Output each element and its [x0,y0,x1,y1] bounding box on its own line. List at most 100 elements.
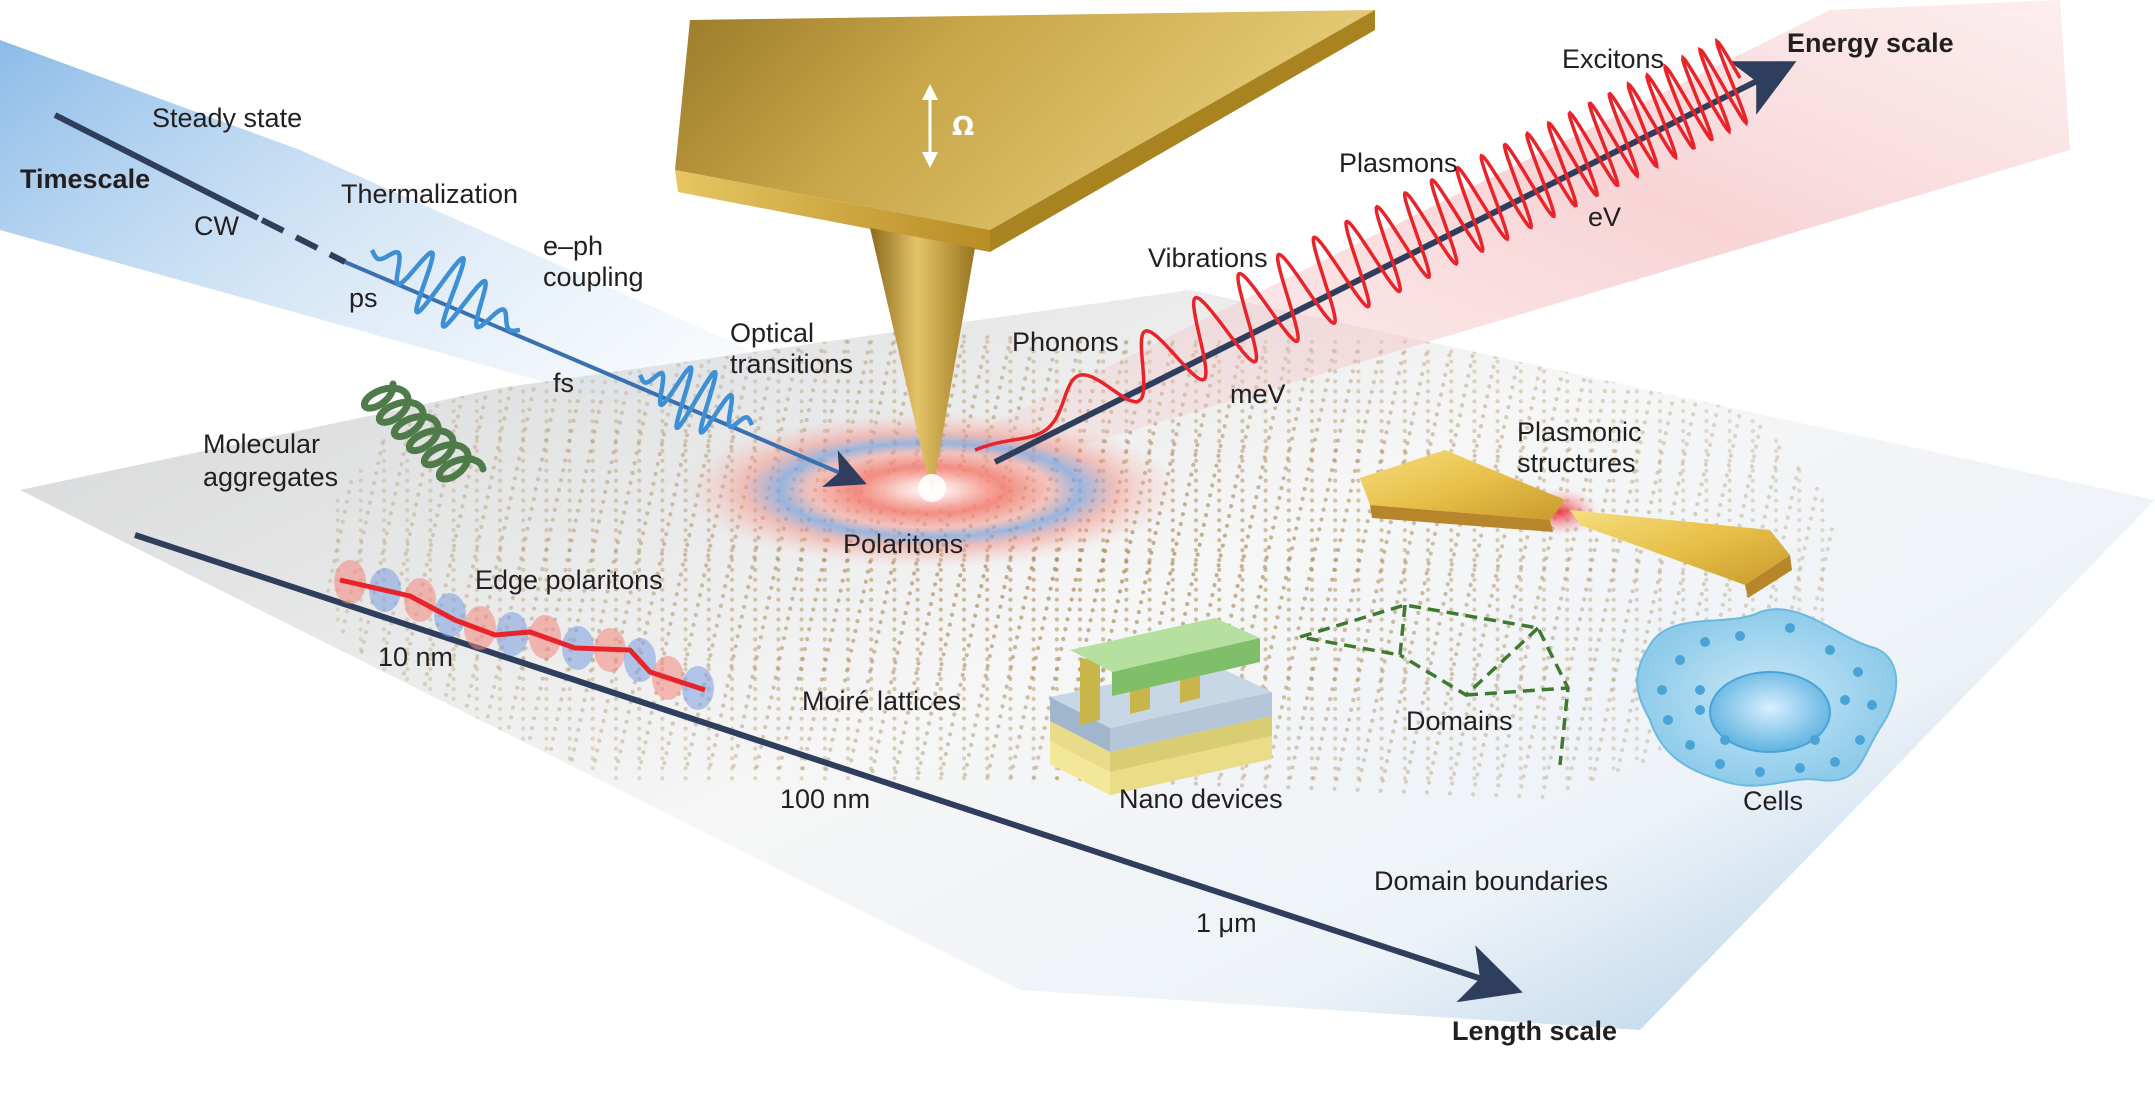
moire-dot [613,538,619,543]
moire-dot [1008,339,1013,344]
moire-dot [1356,746,1361,751]
moire-dot [521,546,526,551]
moire-dot [1415,391,1420,396]
moire-dot [1449,617,1454,622]
moire-dot [892,577,897,582]
moire-dot [1168,571,1173,576]
moire-dot [590,548,595,553]
moire-dot [1519,784,1524,789]
moire-dot [794,357,799,362]
moire-dot [567,488,572,493]
moire-dot [1472,587,1477,592]
moire-dot [1425,419,1431,424]
moire-dot [776,647,781,652]
moire-dot [596,519,602,524]
moire-dot [1565,657,1570,662]
moire-dot [428,542,433,548]
moire-dot [961,607,967,612]
moire-dot [365,510,370,515]
moire-dot [435,513,440,518]
moire-dot [1217,577,1222,582]
moire-dot [1277,495,1282,501]
moire-dot [1073,358,1078,363]
moire-dot [1546,655,1551,660]
moire-dot [753,587,758,592]
moire-dot [1147,560,1152,565]
moire-dot [1071,587,1076,592]
moire-dot [474,577,479,582]
moire-dot [962,772,967,777]
moire-dot [1657,577,1663,582]
moire-dot [1170,428,1175,434]
moire-dot [961,389,967,394]
moire-dot [1309,696,1315,702]
moire-dot [580,708,585,713]
moire-dot [613,488,619,493]
moire-dot [874,639,879,644]
moire-dot [733,644,738,649]
moire-dot [544,726,549,731]
moire-dot [863,360,868,365]
moire-dot [1296,735,1301,740]
moire-dot [1472,637,1477,642]
moire-dot [683,577,688,582]
moire-dot [1359,768,1364,773]
moire-dot [1405,769,1411,775]
moire-dot [1479,643,1484,648]
moire-dot [729,607,735,612]
moire-dot [1248,524,1253,529]
moire-dot [1546,546,1551,551]
moire-dot [1541,438,1547,444]
moire-dot [1352,468,1358,474]
moire-dot [1263,577,1268,582]
moire-dot [1333,696,1338,702]
moire-dot [1588,587,1593,592]
moire-dot [1109,628,1114,634]
moire-dot [1101,668,1106,673]
moire-dot [405,478,410,483]
moire-dot [1008,726,1013,731]
moire-dot [481,734,486,739]
moire-dot [753,627,758,632]
moire-dot [660,518,665,523]
moire-dot [381,468,387,473]
moire-dot [1727,498,1732,503]
moire-dot [1525,754,1530,759]
moire-dot [1588,696,1593,702]
moire-dot [1294,636,1299,641]
moire-dot [706,567,711,573]
moire-dot [412,512,417,517]
moire-dot [1634,746,1639,751]
moire-dot [660,448,665,453]
moire-dot [462,713,467,718]
moire-dot [1263,617,1268,622]
moire-dot [1054,577,1059,582]
moire-dot [1571,646,1576,651]
moire-dot [1193,577,1199,582]
moire-dot [799,736,804,741]
moire-dot [1472,667,1477,672]
moire-dot [938,657,943,662]
moire-dot [1704,518,1709,523]
moire-dot [1330,577,1335,582]
moire-dot [901,730,906,735]
moire-dot [869,617,874,622]
moire-dot [1286,627,1291,632]
moire-dot [575,508,581,513]
moire-dot [815,697,820,702]
moire-dot [428,686,433,692]
moire-dot [1235,474,1240,479]
moire-dot [474,676,479,682]
moire-dot [1334,557,1339,563]
moire-dot [1704,577,1709,582]
moire-dot [1021,715,1026,720]
moire-dot [1541,607,1547,612]
moire-dot [1286,756,1291,761]
moire-dot [358,488,363,493]
moire-dot [1277,715,1282,720]
moire-dot [660,726,665,731]
moire-dot [544,478,549,483]
moire-dot [405,567,410,573]
moire-dot [1333,617,1338,622]
moire-dot [1495,438,1500,444]
